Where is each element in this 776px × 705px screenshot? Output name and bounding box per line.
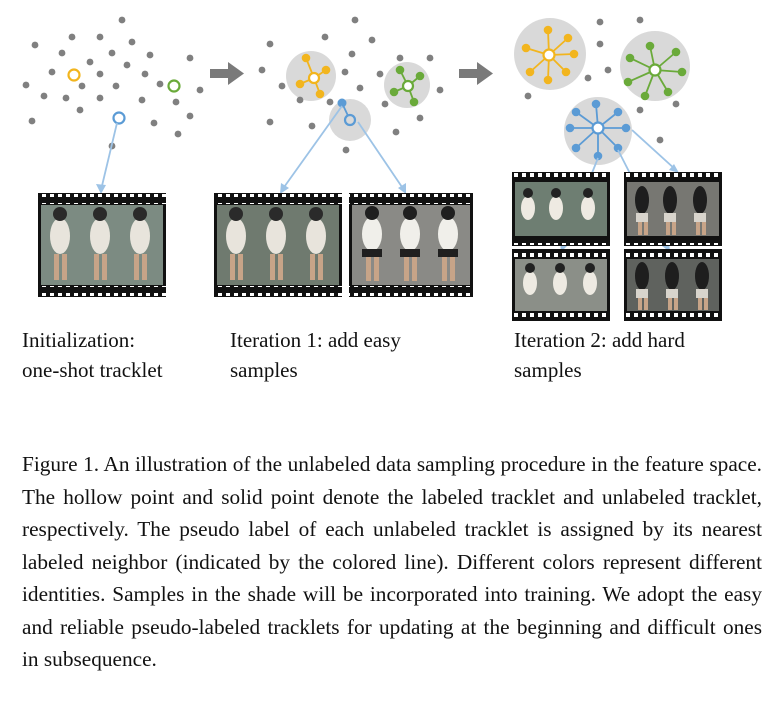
connector-arrowhead-init [96,184,106,194]
connector-init [100,122,118,191]
identity-green-iter2 [623,41,687,101]
identity-yellow-iter1 [295,53,331,99]
label-iteration2: Iteration 2: add hard samples [514,325,685,385]
tracklet-iter1-left [214,193,342,297]
identity-blue-iter2 [565,99,631,161]
identity-yellow-iter2 [521,25,579,85]
tracklet-iter2-bottom-left [512,249,610,321]
panel-iteration2-points [524,16,680,144]
label-iteration1-line2: samples [230,358,298,382]
shade-iter1 [286,51,430,141]
figure-illustration [22,16,722,321]
shade-iter2 [514,18,690,165]
tracklet-init [38,193,166,297]
identity-green-iter1 [389,65,425,107]
label-initialization: Initialization: one-shot tracklet [22,325,163,385]
label-iteration2-line1: Iteration 2: add hard [514,328,685,352]
tracklet-iter1-right [349,193,473,297]
tracklet-iter2-top-right [624,172,722,246]
label-initialization-line2: one-shot tracklet [22,358,163,382]
connectors-iter1 [281,105,405,191]
labeled-hollow-points-init [67,68,181,125]
identity-blue-iter1 [337,98,357,127]
label-iteration1: Iteration 1: add easy samples [230,325,401,385]
label-iteration1-line1: Iteration 1: add easy [230,328,401,352]
label-iteration2-line2: samples [514,358,582,382]
panel-iteration1-points [258,16,444,154]
arrow-1 [210,62,244,85]
figure-caption: Figure 1. An illustration of the unlabel… [22,452,762,672]
arrow-2 [459,62,493,85]
tracklet-iter2-bottom-right [624,249,722,321]
label-initialization-line1: Initialization: [22,328,136,352]
tracklet-iter2-top-left [512,172,610,246]
connector-arrowheads-iter1 [280,183,406,194]
